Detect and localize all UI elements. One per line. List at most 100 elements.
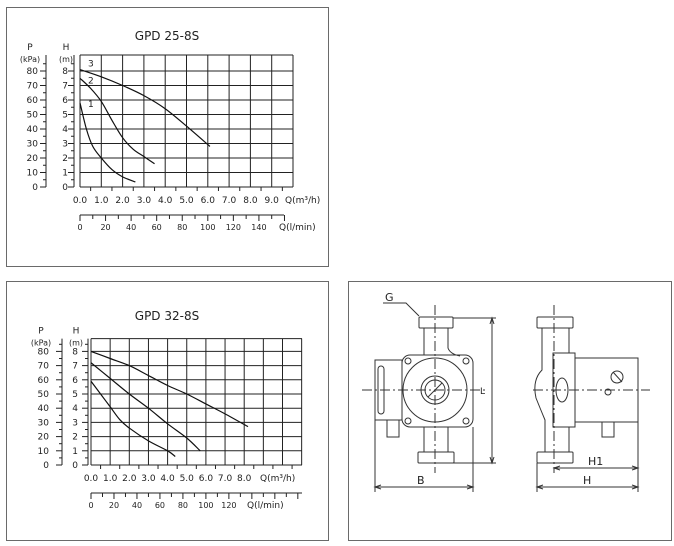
p-tick-label: 80 xyxy=(27,67,39,77)
lmin-tick-label: 40 xyxy=(126,223,136,232)
x-tick-label: 2.0 xyxy=(115,196,130,206)
x-axis-label: Q(m³/h) xyxy=(260,474,295,484)
lmin-tick-label: 20 xyxy=(100,223,110,232)
h-tick-label: 2 xyxy=(62,154,68,164)
h-axis-label: H xyxy=(73,327,80,337)
p-tick-label: 60 xyxy=(27,96,39,106)
lmin-tick-label: 60 xyxy=(152,223,162,232)
label-b: B xyxy=(417,474,425,487)
side-cable-gland xyxy=(601,421,615,438)
front-view xyxy=(362,302,496,492)
x-tick-label: 3.0 xyxy=(137,196,152,206)
vent-plug-ring xyxy=(420,375,450,405)
x-tick-label: 4.0 xyxy=(160,474,175,484)
chart-title: GPD 25-8S xyxy=(135,29,199,43)
lmin-tick-label: 120 xyxy=(221,501,236,510)
label-h: H xyxy=(583,474,591,487)
side-pipe-outline xyxy=(534,328,570,452)
p-tick-label: 30 xyxy=(27,140,39,150)
cable-gland xyxy=(386,419,400,438)
p-tick-label: 40 xyxy=(27,125,39,135)
h-tick-label: 8 xyxy=(62,67,68,77)
pump-body xyxy=(401,354,474,428)
curve-label-2: 2 xyxy=(88,76,94,86)
h-tick-label: 1 xyxy=(72,447,78,457)
flow-arrow-marker xyxy=(555,377,569,403)
p-tick-label: 50 xyxy=(38,390,50,400)
x-tick-label: 4.0 xyxy=(158,196,173,206)
x-tick-label: 1.0 xyxy=(94,196,109,206)
p-tick-label: 80 xyxy=(38,347,50,357)
h-tick-label: 1 xyxy=(62,169,68,179)
h-tick-label: 0 xyxy=(72,461,78,471)
x-tick-label: 8.0 xyxy=(237,474,252,484)
curve-label-1: 1 xyxy=(88,100,94,110)
p-tick-label: 10 xyxy=(38,447,50,457)
bottom-flange xyxy=(417,451,455,464)
p-tick-label: 70 xyxy=(38,362,50,372)
x-tick-label: 6.0 xyxy=(201,196,216,206)
x-tick-label: 0.0 xyxy=(84,474,99,484)
label-g: G xyxy=(385,291,394,304)
curve-speed-2 xyxy=(79,77,155,165)
curve-speed-1 xyxy=(79,102,136,183)
x-tick-label: 9.0 xyxy=(265,196,280,206)
x-tick-label: 6.0 xyxy=(199,474,214,484)
label-l: L xyxy=(480,387,485,397)
p-tick-label: 0 xyxy=(32,183,38,193)
curve-speed-3 xyxy=(79,68,211,147)
x-axis-label: Q(m³/h) xyxy=(285,196,320,206)
lmin-tick-label: 80 xyxy=(178,501,188,510)
lmin-tick-label: 20 xyxy=(109,501,119,510)
x-tick-label: 2.0 xyxy=(122,474,137,484)
screw xyxy=(604,388,612,396)
screw xyxy=(404,417,412,425)
bottom-neck xyxy=(423,427,449,452)
terminal-cover xyxy=(377,365,385,415)
x-tick-label: 3.0 xyxy=(141,474,156,484)
h-axis-label: H xyxy=(63,43,70,53)
p-axis-label: P xyxy=(38,327,44,337)
curve-label-3: 3 xyxy=(88,60,94,70)
dimension-arrows xyxy=(552,465,640,471)
curve-speed-2 xyxy=(90,362,201,452)
vent-plug-slot xyxy=(427,382,443,398)
p-tick-label: 70 xyxy=(27,82,39,92)
p-tick-label: 10 xyxy=(27,169,39,179)
screw xyxy=(404,357,412,365)
h-tick-label: 2 xyxy=(72,433,78,443)
p-tick-label: 30 xyxy=(38,418,50,428)
h-tick-label: 6 xyxy=(62,96,68,106)
p-tick-label: 20 xyxy=(27,154,39,164)
dimension-arrows xyxy=(373,484,475,490)
x-tick-label: 7.0 xyxy=(222,196,237,206)
screw xyxy=(462,417,470,425)
chart-title: GPD 32-8S xyxy=(135,309,199,323)
speed-selector-knob xyxy=(610,370,624,384)
h-tick-label: 3 xyxy=(62,140,68,150)
x-tick-label: 8.0 xyxy=(243,196,258,206)
side-bottom-flange xyxy=(536,451,574,464)
lmin-tick-label: 140 xyxy=(251,223,266,232)
dimension-arrows xyxy=(489,316,495,465)
h-tick-label: 4 xyxy=(62,125,68,135)
lmin-tick-label: 40 xyxy=(132,501,142,510)
h-tick-label: 5 xyxy=(72,390,78,400)
p-axis-unit: (kPa) xyxy=(31,339,51,348)
label-h1: H1 xyxy=(588,455,603,468)
lmin-axis-label: Q(l/min) xyxy=(247,501,284,511)
chart-1: GPD 32-8S012345678H(m)01020304050607080P… xyxy=(31,309,303,511)
h-axis-unit: (m) xyxy=(69,339,83,348)
chart-0: GPD 25-8S012345678H(m)01020304050607080P… xyxy=(20,29,320,233)
curve-speed-1 xyxy=(90,380,176,457)
h-tick-label: 3 xyxy=(72,418,78,428)
x-tick-label: 5.0 xyxy=(179,196,194,206)
top-neck xyxy=(423,328,461,357)
p-axis-label: P xyxy=(27,43,33,53)
h-tick-label: 0 xyxy=(62,183,68,193)
lmin-tick-label: 60 xyxy=(155,501,165,510)
g-leader-line xyxy=(383,302,420,317)
dimension-arrows xyxy=(535,484,640,490)
p-tick-label: 60 xyxy=(38,376,50,386)
